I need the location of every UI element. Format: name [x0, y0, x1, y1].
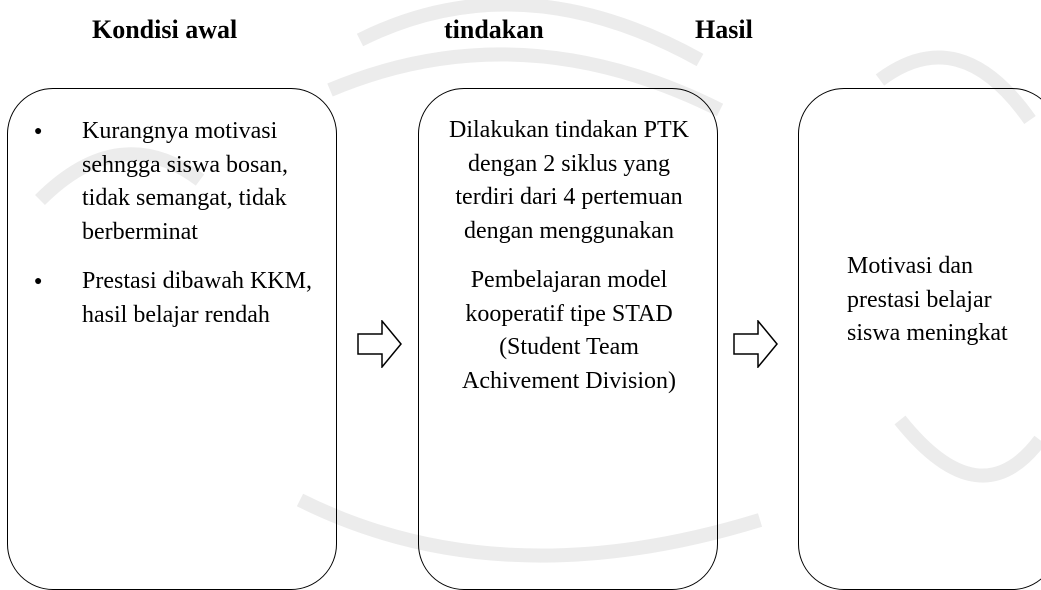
result-box: Motivasi dan prestasi belajar siswa meni… [798, 88, 1041, 590]
list-item: Prestasi dibawah KKM, hasil belajar rend… [34, 265, 324, 332]
heading-action: tindakan [444, 15, 544, 44]
result-description: Motivasi dan prestasi belajar siswa meni… [847, 253, 1008, 346]
right-arrow-icon [357, 320, 402, 368]
action-description: Dilakukan tindakan PTK dengan 2 siklus y… [449, 117, 689, 244]
heading-result: Hasil [695, 15, 753, 44]
action-box: Dilakukan tindakan PTK dengan 2 siklus y… [418, 88, 718, 590]
right-arrow-icon [733, 320, 778, 368]
initial-condition-box: Kurangnya motivasi sehngga siswa bosan, … [7, 88, 337, 590]
list-item: Kurangnya motivasi sehngga siswa bosan, … [34, 115, 324, 249]
heading-initial-condition: Kondisi awal [92, 15, 238, 44]
initial-condition-list: Kurangnya motivasi sehngga siswa bosan, … [34, 115, 324, 332]
learning-model-description: Pembelajaran model kooperatif tipe STAD … [462, 267, 676, 394]
